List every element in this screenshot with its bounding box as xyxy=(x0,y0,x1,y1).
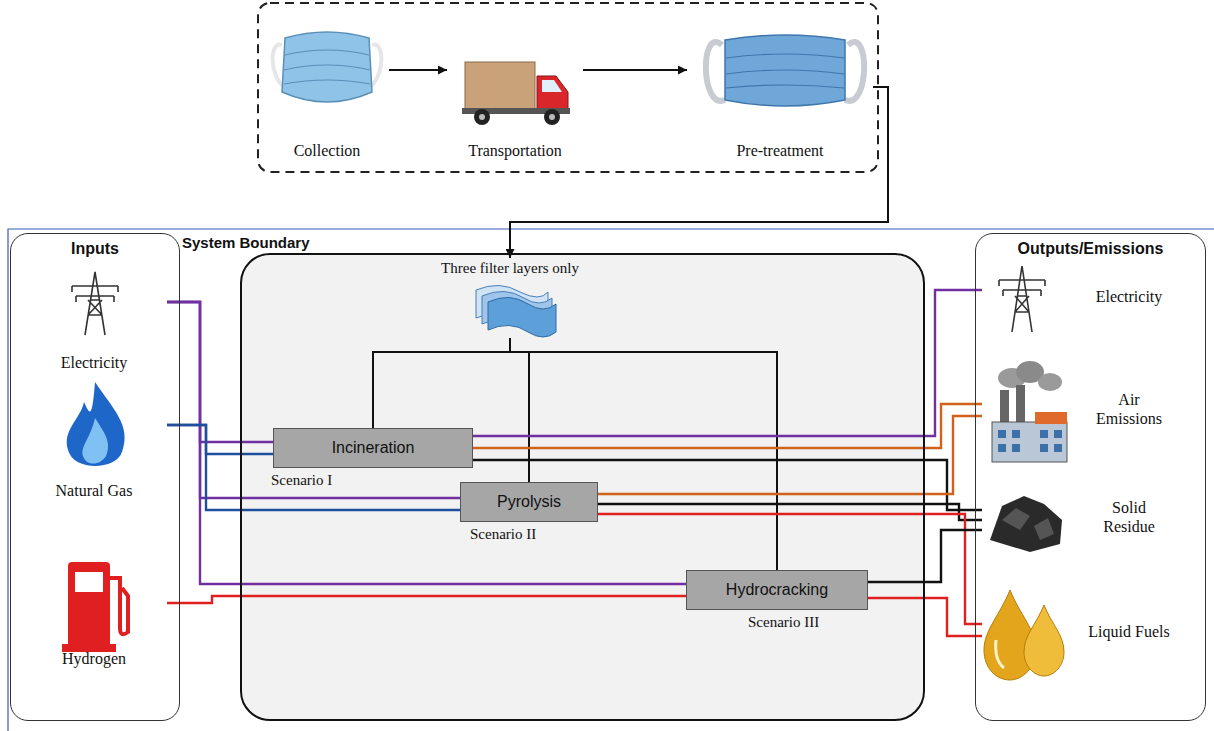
item-label: Electricity xyxy=(1074,287,1184,306)
mask-icon xyxy=(706,35,864,106)
output-item: Solid Residue xyxy=(982,472,1197,562)
input-item: Electricity xyxy=(21,264,167,374)
item-label: Solid Residue xyxy=(1074,498,1184,536)
system-boundary-fill xyxy=(241,254,924,720)
flow-line xyxy=(473,290,982,436)
flow-line xyxy=(167,302,273,442)
fuel-pump-icon xyxy=(62,562,128,652)
flow-line xyxy=(167,302,686,584)
item-label: Collection xyxy=(265,142,389,160)
stage-icon: Collection xyxy=(265,12,389,162)
flow-line xyxy=(167,425,273,454)
input-item: Natural Gas xyxy=(21,372,167,502)
system-boundary: Three filter layers onlyIncinerationScen… xyxy=(240,253,925,721)
filter-layers-icon xyxy=(476,285,556,337)
scenario-label: Scenario II xyxy=(470,526,536,543)
item-label: Transportation xyxy=(447,142,583,160)
char-residue-icon xyxy=(990,496,1062,552)
output-item: Electricity xyxy=(982,257,1197,337)
process-box-shape: Pyrolysis xyxy=(460,482,598,522)
panel-title: Outputs/Emissions xyxy=(976,240,1205,258)
process-arrow xyxy=(583,69,687,71)
frame-line xyxy=(8,229,1214,731)
power-tower-icon xyxy=(72,272,118,335)
flow-line xyxy=(473,404,982,448)
scenario-label: Scenario I xyxy=(271,472,332,489)
flow-line xyxy=(868,598,982,636)
process-arrow xyxy=(389,69,447,71)
flow-line xyxy=(167,302,460,498)
flow-line xyxy=(167,596,686,603)
process-box-shape: Incineration xyxy=(273,428,473,468)
mask-icon xyxy=(273,32,382,102)
flame-icon xyxy=(67,382,125,466)
inputs-panel: ElectricityNatural GasHydrogen Inputs xyxy=(10,233,180,721)
process-arrow xyxy=(373,338,510,428)
panel-title: Inputs xyxy=(11,240,179,258)
input-item: Hydrogen xyxy=(21,550,167,670)
flow-line xyxy=(868,530,982,582)
dashed-group-box xyxy=(258,3,878,172)
process-arrow xyxy=(510,338,777,570)
outputs-panel: ElectricityAir EmissionsSolid ResidueLiq… xyxy=(975,233,1206,721)
truck-icon xyxy=(462,62,570,125)
power-tower-icon xyxy=(999,266,1045,332)
factory-icon xyxy=(992,361,1067,462)
liquid-fuel-icon xyxy=(984,590,1064,680)
filter-layers: Three filter layers only xyxy=(422,258,598,338)
output-item: Air Emissions xyxy=(982,354,1197,464)
output-item: Liquid Fuels xyxy=(982,572,1197,692)
process-box: PyrolysisScenario II xyxy=(460,482,598,548)
item-label: Pre-treatment xyxy=(687,142,873,160)
process-label: Incineration xyxy=(332,439,415,457)
process-label: Pyrolysis xyxy=(497,493,561,511)
panel-title: System Boundary xyxy=(182,234,310,251)
item-label: Natural Gas xyxy=(21,482,167,500)
item-label: Three filter layers only xyxy=(422,260,598,277)
stage-icon: Pre-treatment xyxy=(687,12,873,162)
item-label: Hydrogen xyxy=(21,650,167,668)
scenario-label: Scenario III xyxy=(748,614,819,631)
process-box: IncinerationScenario I xyxy=(273,428,473,494)
stage-icon: Transportation xyxy=(447,50,583,162)
process-box-shape: Hydrocracking xyxy=(686,570,868,610)
process-box: HydrocrackingScenario III xyxy=(686,570,868,636)
process-arrow xyxy=(510,87,888,258)
item-label: Air Emissions xyxy=(1074,390,1184,428)
item-label: Electricity xyxy=(21,354,167,372)
process-label: Hydrocracking xyxy=(726,581,828,599)
item-label: Liquid Fuels xyxy=(1074,622,1184,641)
